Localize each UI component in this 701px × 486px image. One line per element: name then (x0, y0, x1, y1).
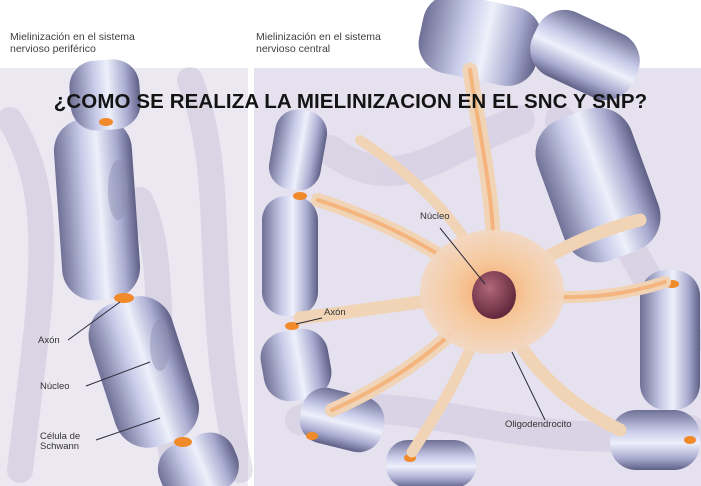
central-pointer-lines (295, 227, 546, 421)
label-central-nucleus: Núcleo (420, 211, 450, 222)
label-schwann-cell: Célula de Schwann (40, 431, 81, 453)
label-oligodendrocyte: Oligodendrocito (505, 419, 572, 430)
page-title: ¿COMO SE REALIZA LA MIELINIZACION EN EL … (53, 90, 648, 113)
peripheral-heading: Mielinización en el sistema nervioso per… (10, 31, 135, 55)
label-peripheral-nucleus: Núcleo (40, 381, 70, 392)
peripheral-axon (53, 59, 239, 486)
label-central-axon: Axón (324, 307, 346, 318)
label-peripheral-axon: Axón (38, 335, 60, 346)
peripheral-pointer-lines (67, 301, 161, 441)
central-heading: Mielinización en el sistema nervioso cen… (256, 31, 381, 55)
central-axons (260, 0, 700, 486)
oligodendrocyte-nucleus (472, 271, 516, 319)
